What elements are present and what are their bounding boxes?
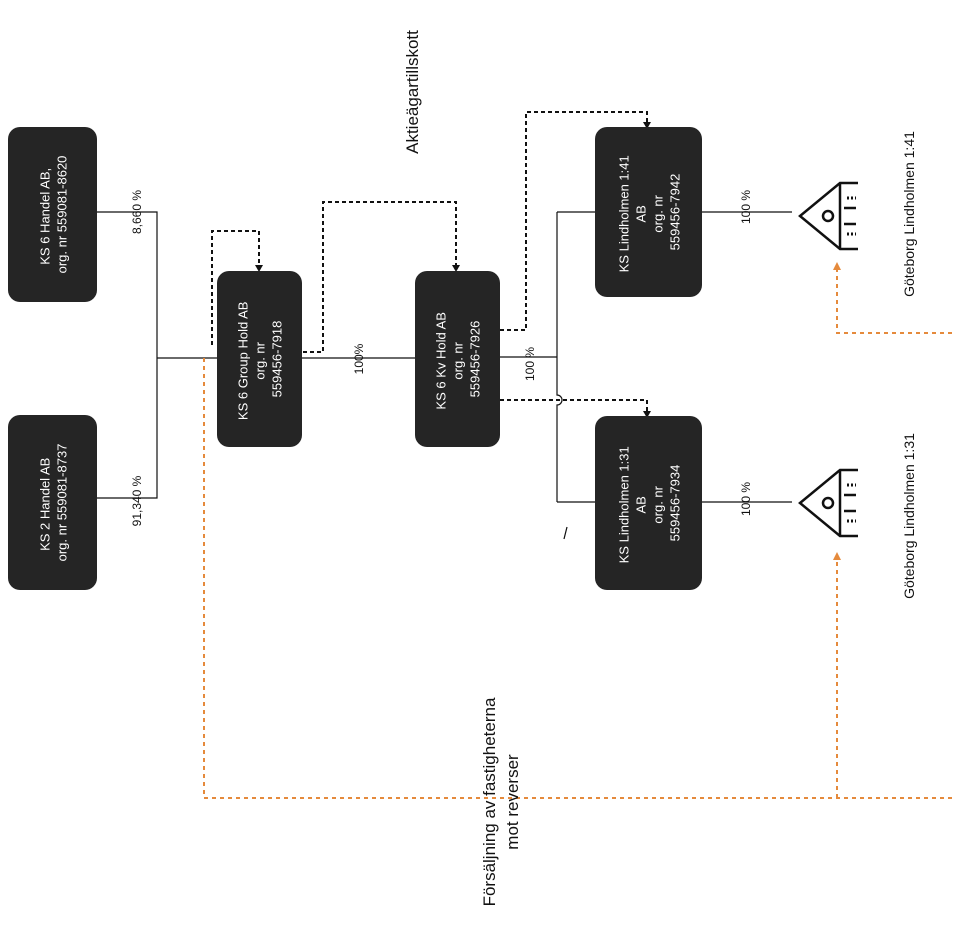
stray-mark	[563, 526, 568, 540]
svg-text:KS 6 Handel AB, org. nr: KS 6 Handel AB, org. nr 559081-8620	[38, 156, 70, 274]
pct-kv-to-subs: 100 %	[523, 347, 537, 381]
box-line: KS 6 Kv Hold AB	[434, 312, 449, 410]
shareholder-contribution-label: Aktieägartillskott	[403, 30, 422, 154]
box-line: org. nr 559081-8620	[55, 156, 70, 274]
box-line: 559456-7918	[270, 321, 285, 398]
sale-line-main	[203, 358, 953, 799]
arrow-group-to-kv	[303, 201, 457, 353]
pct-group-to-kv: 100%	[352, 343, 366, 374]
arrow-kv-to-sub131	[500, 399, 648, 413]
box-line: KS Lindholmen 1:41	[617, 155, 632, 272]
arrowhead	[452, 265, 460, 272]
sale-label-line2: mot reverser	[503, 754, 522, 850]
company-box-ks6-handel: KS 6 Handel AB, org. nr 559081-8620	[8, 127, 97, 302]
sale-lines	[203, 262, 953, 799]
company-box-lindholmen-141: KS Lindholmen 1:41 AB org. nr 559456-794…	[595, 127, 702, 297]
property-label-141: Göteborg Lindholmen 1:41	[901, 131, 917, 297]
sale-line-to-141	[836, 268, 953, 334]
sale-label-line1: Försäljning av fastigheterna	[480, 697, 499, 906]
pct-sub131-to-property: 100 %	[739, 482, 753, 516]
box-line: org. nr	[253, 341, 268, 379]
svg-text:KS Lindholmen 1:41 AB: KS Lindholmen 1:41 AB org. nr 559456-794…	[617, 152, 683, 273]
box-line: 559456-7934	[668, 465, 683, 542]
svg-text:KS 2 Handel AB org. nr 5: KS 2 Handel AB org. nr 559081-8737	[38, 444, 70, 562]
company-box-kv-hold: KS 6 Kv Hold AB org. nr 559456-7926	[415, 271, 500, 447]
box-line: KS 2 Handel AB	[38, 458, 53, 551]
arrowhead	[643, 411, 651, 418]
ownership-lines	[97, 211, 792, 540]
box-line: KS 6 Handel AB,	[38, 168, 53, 265]
company-box-group-hold: KS 6 Group Hold AB org. nr 559456-7918	[217, 271, 302, 447]
company-box-lindholmen-131: KS Lindholmen 1:31 AB org. nr 559456-793…	[595, 416, 702, 590]
subs-bracket	[556, 212, 563, 502]
box-line: KS 6 Group Hold AB	[236, 302, 251, 421]
box-line: org. nr	[651, 194, 666, 232]
box-line: org. nr 559081-8737	[55, 444, 70, 562]
box-line: org. nr	[451, 341, 466, 379]
company-box-ks2-handel: KS 2 Handel AB org. nr 559081-8737	[8, 415, 97, 590]
property-label-131: Göteborg Lindholmen 1:31	[901, 433, 917, 599]
arrow-kv-to-sub141	[500, 111, 648, 331]
svg-text:KS 6 Kv Hold AB org. nr: KS 6 Kv Hold AB org. nr 559456-7926	[434, 308, 483, 409]
box-line: org. nr	[651, 485, 666, 523]
svg-text:KS Lindholmen 1:31 AB: KS Lindholmen 1:31 AB org. nr 559456-793…	[617, 443, 683, 564]
box-line: KS Lindholmen 1:31	[617, 446, 632, 563]
house-icon	[798, 468, 858, 538]
arrowhead-orange	[833, 262, 841, 270]
shareholder-bracket	[97, 211, 158, 499]
arrowhead	[255, 265, 263, 272]
contribution-arrows	[211, 111, 651, 418]
box-line: AB	[634, 496, 649, 513]
pct-ks6-handel: 8,660 %	[130, 190, 144, 234]
arrow-owners-to-group	[211, 230, 260, 345]
arrowhead	[643, 122, 651, 129]
box-line: AB	[634, 205, 649, 222]
pct-sub141-to-property: 100 %	[739, 190, 753, 224]
pct-ks2-handel: 91,340 %	[130, 475, 144, 526]
box-line: 559456-7942	[668, 174, 683, 251]
box-line: 559456-7926	[468, 321, 483, 398]
svg-text:KS 6 Group Hold AB org.: KS 6 Group Hold AB org. nr 559456-7918	[236, 298, 285, 420]
arrowhead-orange	[833, 552, 841, 560]
house-icon	[798, 181, 858, 251]
